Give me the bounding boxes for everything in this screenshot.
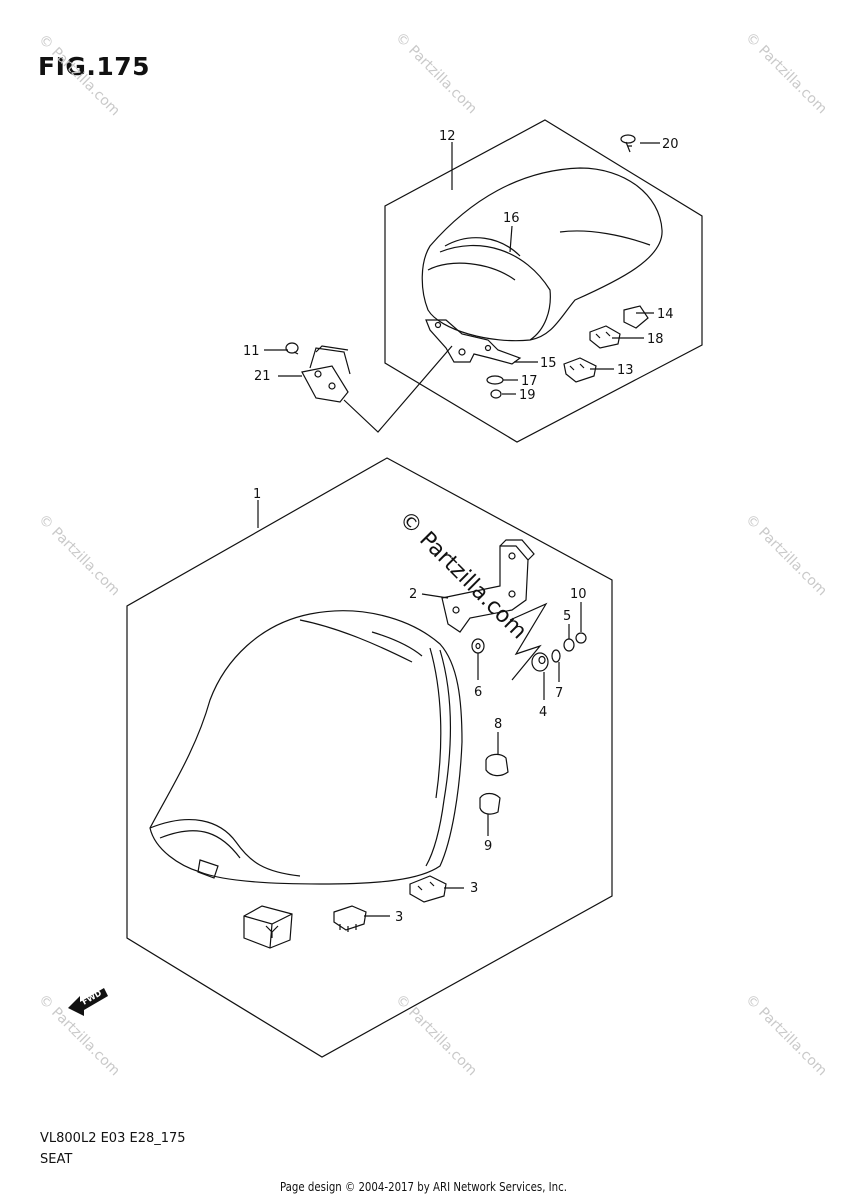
figure-title: FIG.175 <box>38 52 151 81</box>
callout-19: 19 <box>519 388 536 403</box>
callout-16: 16 <box>503 211 520 226</box>
callout-21: 21 <box>254 369 271 384</box>
watermark: © Partzilla.com <box>742 512 830 600</box>
watermark: © Partzilla.com <box>742 30 830 118</box>
callout-20: 20 <box>662 137 679 152</box>
callout-3: 3 <box>470 881 478 896</box>
callout-labels: 1 2 3 3 4 5 6 7 8 9 10 11 12 13 14 15 16… <box>243 129 679 925</box>
grommet <box>531 652 549 672</box>
watermark: © Partzilla.com <box>392 30 480 118</box>
watermark: © Partzilla.com <box>35 32 123 120</box>
callout-11: 11 <box>243 344 260 359</box>
callout-2: 2 <box>409 587 417 602</box>
cushion <box>485 753 509 777</box>
callout-18: 18 <box>647 332 664 347</box>
washer <box>486 375 504 385</box>
bolt <box>620 134 636 153</box>
seat-handle <box>301 345 351 403</box>
cushion <box>589 325 621 349</box>
assembly-guide-line <box>509 602 548 681</box>
cushion <box>409 875 447 903</box>
assembly-guide-line <box>343 345 453 433</box>
fwd-arrow-icon: FWD <box>68 988 108 1016</box>
watermark: © Partzilla.com <box>742 992 830 1080</box>
callout-17: 17 <box>521 374 538 389</box>
cushion <box>563 357 597 383</box>
leader-lines <box>257 142 660 917</box>
model-code: VL800L2 E03 E28_175 <box>40 1131 186 1146</box>
watermark: © Partzilla.com <box>392 992 480 1080</box>
tool-kit-box <box>243 905 293 949</box>
callout-8: 8 <box>494 717 502 732</box>
center-watermark: © Partzilla.com <box>394 507 532 645</box>
watermark: © Partzilla.com <box>35 512 123 600</box>
cushion <box>623 305 649 329</box>
cushion <box>333 905 367 932</box>
callout-9: 9 <box>484 839 492 854</box>
cushion <box>479 792 501 815</box>
copyright-notice: Page design © 2004-2017 by ARI Network S… <box>279 1180 568 1194</box>
seat-bracket <box>441 539 535 633</box>
callout-7: 7 <box>555 686 563 701</box>
pillion-seat-group-frame <box>384 119 703 443</box>
callout-3: 3 <box>395 910 403 925</box>
section-name: SEAT <box>40 1152 73 1167</box>
callout-13: 13 <box>617 363 634 378</box>
callout-6: 6 <box>474 685 482 700</box>
main-seat-group-frame <box>126 457 613 1058</box>
bolt <box>285 342 299 355</box>
pillion-seat <box>421 167 663 342</box>
nut <box>490 389 502 399</box>
callout-4: 4 <box>539 705 547 720</box>
nut <box>575 632 587 644</box>
callout-5: 5 <box>563 609 571 624</box>
callout-1: 1 <box>253 487 261 502</box>
callout-10: 10 <box>570 587 587 602</box>
main-seat <box>149 610 463 885</box>
washer <box>471 638 485 654</box>
pillion-bracket <box>425 319 522 365</box>
callout-14: 14 <box>657 307 674 322</box>
collar <box>551 649 561 663</box>
washer <box>563 638 575 652</box>
callout-15: 15 <box>540 356 557 371</box>
callout-12: 12 <box>439 129 456 144</box>
